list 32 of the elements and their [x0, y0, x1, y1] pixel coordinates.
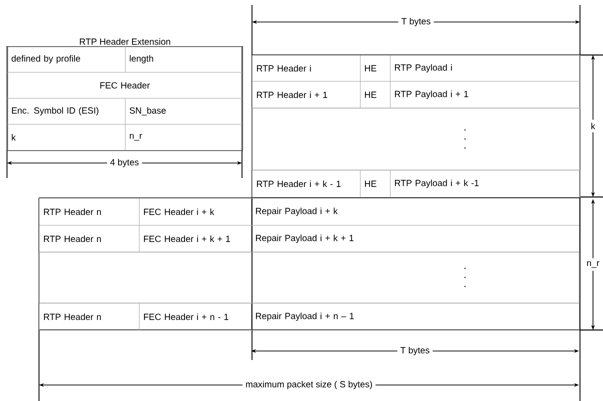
dimension-label: T bytes: [398, 16, 434, 28]
table-cell: FEC Header i + k + 1: [139, 225, 252, 252]
dimension-label: 4 bytes: [107, 158, 142, 168]
table-cell: HE: [360, 55, 390, 82]
table-cell: k: [7, 124, 126, 150]
dimension-label: T bytes: [397, 346, 433, 356]
table-cell: RTP Payload i + 1: [390, 81, 580, 108]
dimension-label: n_r: [586, 258, 600, 271]
table-cell: FEC Header i + k: [139, 198, 252, 226]
table-cell: n_r: [125, 124, 242, 150]
table-cell: RTP Header n: [39, 303, 140, 330]
table-cell: FEC Header i + n - 1: [139, 303, 252, 330]
table-cell: RTP Header i + k - 1: [252, 170, 360, 198]
table-cell: HE: [360, 170, 390, 198]
table-cell: HE: [360, 81, 390, 108]
table-cell: FEC Header: [7, 72, 242, 98]
table-cell: RTP Header i: [252, 55, 360, 82]
table-cell: Repair Payload i + n – 1: [251, 303, 580, 330]
table-cell: RTP Payload i: [390, 55, 580, 82]
table-cell: RTP Payload i + k -1: [390, 170, 580, 198]
table-cell: length: [125, 46, 242, 72]
table-cell: RTP Header i + 1: [252, 81, 360, 108]
table-cell: Enc. Symbol ID (ESI): [7, 98, 126, 124]
dimension-label: k: [590, 120, 596, 132]
node-label: RTP Header Extension: [80, 38, 170, 45]
table-cell: defined by profile: [7, 46, 126, 72]
table-cell: Repair Payload i + k: [251, 198, 580, 226]
table-cell: SN_base: [125, 98, 242, 124]
dimension-label: maximum packet size ( S bytes): [242, 380, 376, 390]
table-cell: RTP Header n: [39, 198, 140, 226]
table-cell: RTP Header n: [39, 225, 140, 252]
table-cell: Repair Payload i + k + 1: [251, 225, 580, 252]
